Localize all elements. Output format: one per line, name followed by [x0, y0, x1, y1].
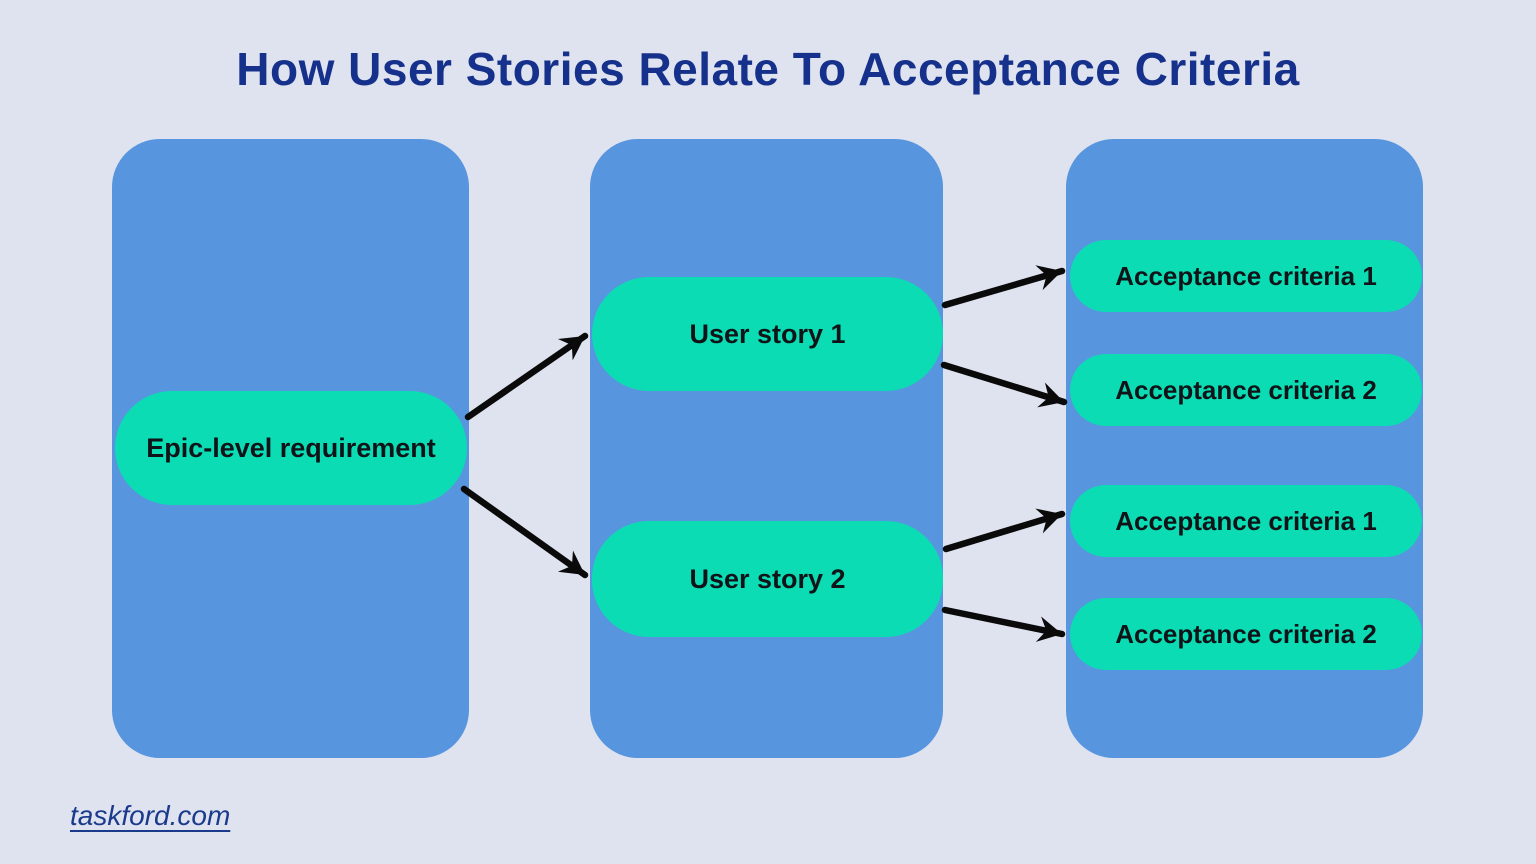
node-label: Acceptance criteria 2 [1115, 374, 1377, 405]
arrow-story1-to-ac2a [940, 361, 1068, 408]
column-user-stories [590, 139, 943, 758]
arrow-story2-to-ac1b [942, 508, 1066, 553]
node-label: Acceptance criteria 1 [1115, 505, 1377, 536]
arrow-epic-to-story1 [464, 332, 589, 421]
node-user-story-2: User story 2 [592, 521, 943, 637]
node-epic-level-requirement: Epic-level requirement [115, 391, 467, 505]
node-label: User story 2 [689, 563, 846, 594]
node-label: Acceptance criteria 1 [1115, 260, 1377, 291]
arrow-epic-to-story2 [460, 485, 589, 579]
node-acceptance-criteria-1-story2: Acceptance criteria 1 [1070, 485, 1422, 557]
node-label: User story 1 [689, 318, 846, 349]
arrow-story1-to-ac1a [941, 265, 1066, 309]
node-acceptance-criteria-2-story1: Acceptance criteria 2 [1070, 354, 1422, 426]
node-label: Epic-level requirement [146, 432, 436, 463]
node-acceptance-criteria-2-story2: Acceptance criteria 2 [1070, 598, 1422, 670]
node-label: Acceptance criteria 2 [1115, 618, 1377, 649]
page-title: How User Stories Relate To Acceptance Cr… [236, 43, 1300, 95]
taskford-link[interactable]: taskford.com [70, 800, 231, 831]
node-user-story-1: User story 1 [592, 277, 943, 391]
arrow-story2-to-ac2b [941, 606, 1066, 642]
node-acceptance-criteria-1-story1: Acceptance criteria 1 [1070, 240, 1422, 312]
